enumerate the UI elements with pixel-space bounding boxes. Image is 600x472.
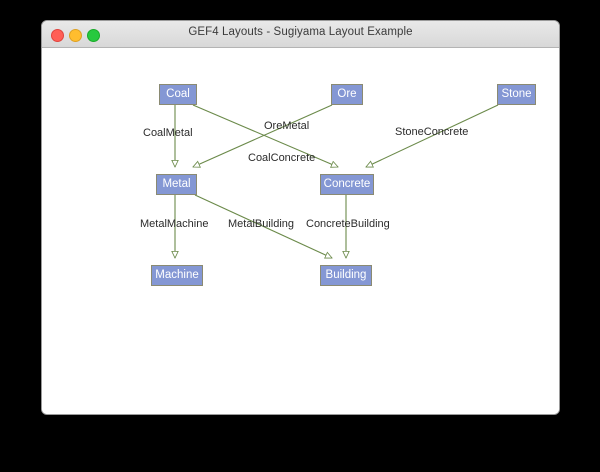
graph-node-metal[interactable]: Metal bbox=[156, 174, 197, 195]
graph-node-building[interactable]: Building bbox=[320, 265, 372, 286]
minimize-window-button[interactable] bbox=[69, 29, 82, 42]
edge-coalconcrete bbox=[192, 104, 338, 167]
close-window-button[interactable] bbox=[51, 29, 64, 42]
edge-metalbuilding bbox=[194, 194, 332, 258]
graph-node-machine[interactable]: Machine bbox=[151, 265, 203, 286]
graph-node-stone[interactable]: Stone bbox=[497, 84, 536, 105]
graph-canvas[interactable]: Coal Ore Stone Metal Concrete Machine Bu… bbox=[42, 48, 559, 414]
graph-edges-layer bbox=[42, 104, 499, 414]
application-window: GEF4 Layouts - Sugiyama Layout Example bbox=[41, 20, 560, 415]
window-titlebar[interactable]: GEF4 Layouts - Sugiyama Layout Example bbox=[42, 21, 559, 48]
graph-node-concrete[interactable]: Concrete bbox=[320, 174, 374, 195]
window-title: GEF4 Layouts - Sugiyama Layout Example bbox=[188, 26, 413, 38]
maximize-window-button[interactable] bbox=[87, 29, 100, 42]
graph-node-ore[interactable]: Ore bbox=[331, 84, 363, 105]
edge-oremetal bbox=[193, 104, 333, 167]
edge-stoneconcrete bbox=[366, 104, 499, 168]
graph-node-coal[interactable]: Coal bbox=[159, 84, 197, 105]
